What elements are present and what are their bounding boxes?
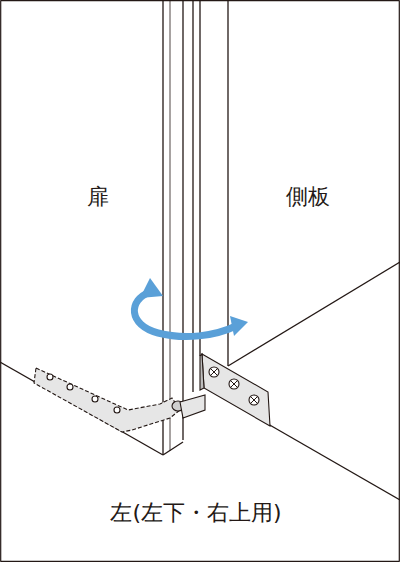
door-label: 扉: [87, 186, 109, 208]
side-panel-label: 側板: [286, 186, 330, 208]
caption: 左(左下・右上用): [110, 502, 281, 524]
